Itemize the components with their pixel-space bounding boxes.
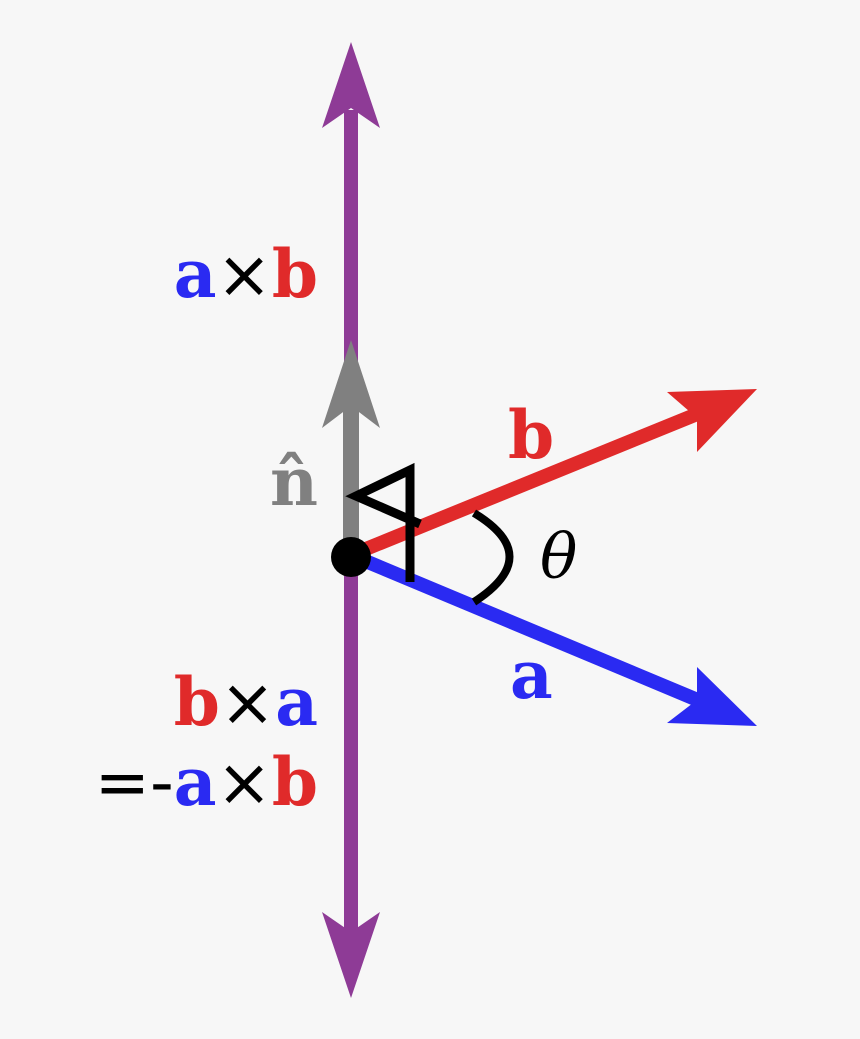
vector-a-arrowhead-icon [667,667,757,726]
label-neg-axb: =-a×b [95,743,318,821]
neg-a: a [174,743,217,821]
unit-normal-vector [322,340,380,555]
bxa-times: × [220,664,275,741]
neg-equals: =- [95,744,174,821]
axb-arrowhead-icon [322,42,380,128]
flag-icon [345,462,422,582]
label-bxa: b×a [174,663,318,741]
axb-a: a [174,235,217,313]
angle-arc [471,509,514,606]
neg-times: × [217,744,272,821]
vector-b-arrowhead-icon [667,389,757,452]
label-n-hat: n̂ [270,443,318,521]
label-theta: θ [540,520,577,593]
origin-dot [331,537,371,577]
axb-times: × [217,236,272,313]
bxa-arrowhead-icon [322,912,380,998]
label-b: b [508,396,554,474]
label-a: a [510,636,553,714]
label-axb: a×b [174,235,318,313]
axb-b: b [272,235,318,313]
bxa-a: a [275,663,318,741]
n-hat-arrowhead-icon [322,340,380,428]
neg-b: b [272,743,318,821]
bxa-b: b [174,663,220,741]
